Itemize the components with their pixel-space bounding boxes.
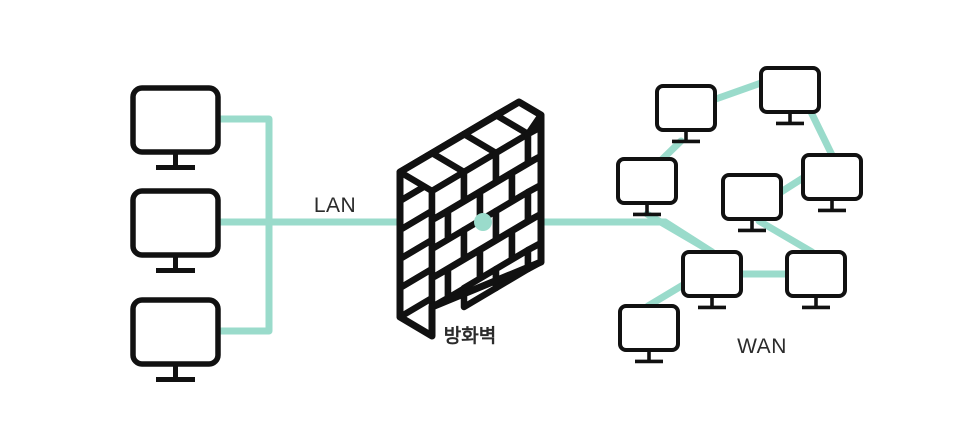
lan-label: LAN	[314, 194, 356, 217]
firewall-brick-wall	[396, 98, 545, 340]
wan-pc-3[interactable]	[616, 157, 678, 217]
wan-link-2-4	[807, 108, 836, 159]
wan-link-4-5	[777, 174, 807, 196]
wan-label: WAN	[737, 335, 787, 358]
lan-link-pc3	[212, 218, 273, 335]
firewall-label: 방화벽	[444, 325, 496, 347]
wan-pc-1[interactable]	[655, 84, 717, 144]
wan-link-6-8	[644, 281, 687, 310]
link-layer	[212, 79, 836, 335]
wan-pc-4[interactable]	[801, 153, 863, 213]
lan-monitors	[133, 88, 218, 380]
wan-monitors	[616, 66, 863, 364]
wan-pc-8[interactable]	[618, 304, 680, 364]
wan-link-5-7	[755, 217, 816, 256]
lan-pc-2[interactable]	[133, 191, 218, 271]
wan-pc-5[interactable]	[721, 173, 783, 233]
wan-link-3-6	[643, 210, 716, 256]
firewall-link-node	[474, 213, 492, 231]
lan-link-pc1	[212, 115, 273, 226]
wan-pc-7[interactable]	[785, 250, 847, 310]
lan-pc-1[interactable]	[133, 88, 218, 168]
wan-link-1-2	[709, 79, 765, 104]
lan-pc-3[interactable]	[133, 300, 218, 380]
firewall-outline	[396, 98, 545, 340]
wan-pc-6[interactable]	[681, 250, 743, 310]
